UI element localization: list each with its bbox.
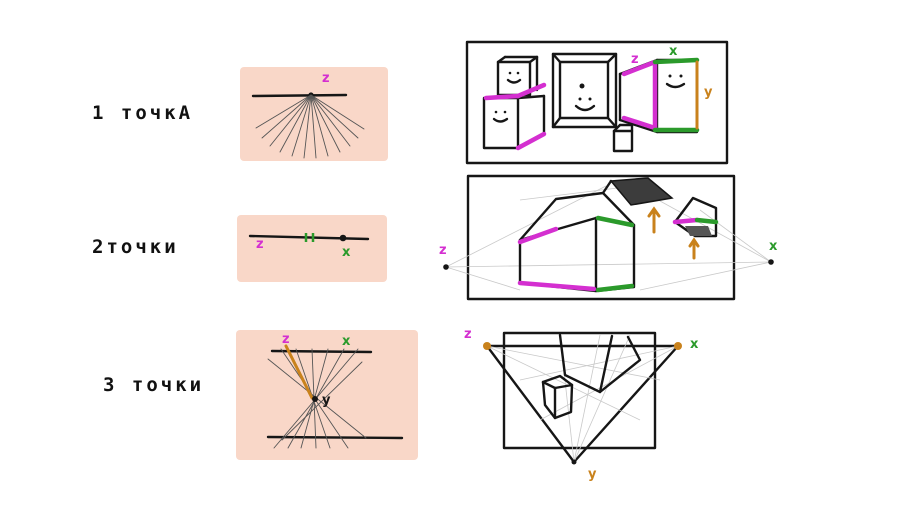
sketch3-x-label: x [690, 337, 699, 352]
vp-z-label: z [282, 332, 290, 347]
sketch3-z-label: z [464, 327, 472, 342]
vanishing-line [255, 94, 312, 129]
sketch1-y-label: y [704, 85, 713, 100]
label-one-point: 1 точкА [92, 102, 194, 124]
panel-two-point: z x [237, 215, 387, 282]
sketch2-x-label: x [769, 239, 778, 254]
vanishing-line [269, 94, 312, 147]
vp-y-label: y [322, 393, 331, 408]
label-three-point: 3 точки [103, 374, 205, 396]
vanishing-line [310, 94, 317, 159]
vanishing-line [310, 94, 329, 157]
sketch1-x-label: x [669, 44, 678, 59]
sketch-one-point-boxes: z x y [465, 40, 729, 165]
label-two-point: 2точки [92, 236, 179, 258]
sketch-two-point-house: z x [439, 174, 778, 301]
sketch1-z-label: z [631, 52, 639, 67]
sketch-three-point: z x y [464, 327, 699, 482]
vanishing-line [279, 94, 312, 153]
panel-one-point: z [240, 67, 388, 161]
vp-x-label: x [342, 245, 351, 260]
vanishing-line [310, 94, 351, 147]
vanishing-line [310, 94, 359, 139]
sketch3-y-label: y [588, 467, 597, 482]
vanishing-line [310, 94, 341, 153]
sketch2-z-label: z [439, 243, 447, 258]
vp-z-label: z [322, 71, 330, 86]
vanishing-line [310, 94, 365, 130]
vanishing-line [303, 94, 312, 159]
panel-three-point: z x y [236, 330, 418, 460]
vp-x-label: x [342, 334, 351, 349]
vp-z-label: z [256, 237, 264, 252]
vanishing-line [291, 94, 312, 157]
vanishing-line [261, 94, 312, 139]
